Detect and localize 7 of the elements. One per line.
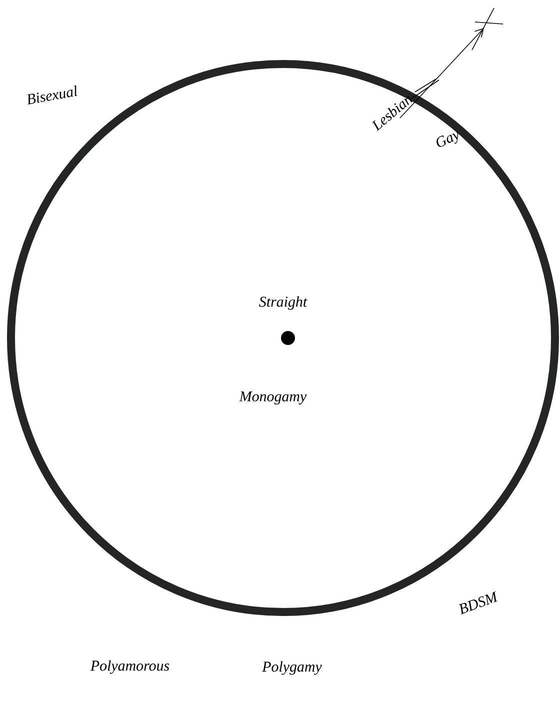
handwritten-label: Polyamorous — [90, 660, 170, 674]
handwritten-label: Monogamy — [239, 392, 307, 404]
handwritten-label: Bisexual — [27, 85, 78, 104]
handwritten-label: BDSM — [459, 591, 498, 614]
handwritten-label: Gay — [436, 132, 458, 147]
handwritten-label: Polygamy — [262, 661, 322, 675]
handwritten-label: Straight — [259, 296, 308, 310]
